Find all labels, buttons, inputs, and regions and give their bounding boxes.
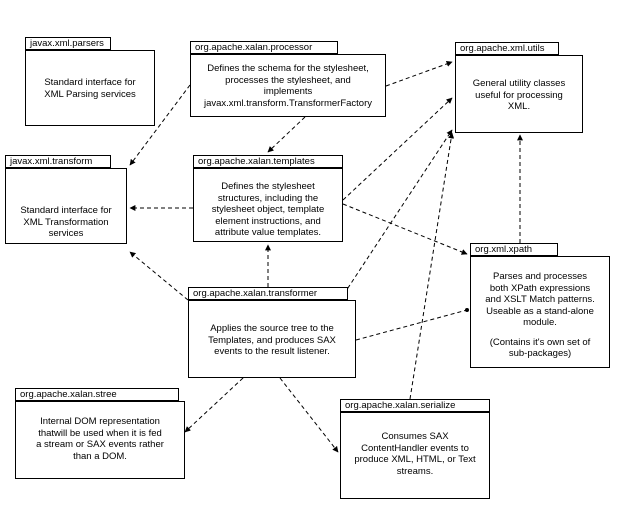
package-desc-line: Parses and processes	[493, 271, 587, 282]
edge-processor-to-templates	[267, 116, 306, 153]
package-box-transform: Standard interface for XML Transformatio…	[5, 168, 127, 244]
package-desc-line: services	[48, 228, 84, 239]
package-box-serialize: Consumes SAX ContentHandler events to pr…	[340, 412, 490, 499]
package-tab-templates: org.apache.xalan.templates	[193, 155, 343, 168]
package-desc-line: Internal DOM representation	[40, 416, 160, 427]
package-box-processor: Defines the schema for the stylesheet, p…	[190, 54, 386, 117]
edge-processor-to-transform	[129, 84, 191, 166]
package-desc-line: implements	[263, 86, 313, 97]
package-desc-line: Applies the source tree to the	[210, 323, 334, 334]
package-desc-line: Standard interface for	[20, 205, 112, 216]
package-desc-line: (Contains it's own set of	[489, 336, 591, 348]
package-desc-line: XML Parsing services	[44, 88, 136, 100]
package-desc-line: Consumes SAX	[381, 431, 449, 442]
package-desc-line: XML Transformation	[23, 216, 109, 228]
edge-transformer-to-transform	[129, 251, 189, 301]
edge-transformer-to-stree	[184, 372, 249, 433]
package-desc-line: ContentHandler events to	[361, 442, 469, 454]
package-desc-line: both XPath expressions	[489, 282, 591, 294]
package-box-stree: Internal DOM representation thatwill be …	[15, 401, 185, 479]
edge-templates-to-utils	[342, 97, 453, 201]
edge-serialize-to-utils	[409, 132, 455, 400]
package-desc-line: javax.xml.transform.TransformerFactory	[203, 97, 373, 109]
package-tab-utils: org.apache.xml.utils	[455, 42, 559, 55]
package-desc-line: Useable as a stand-alone	[486, 305, 594, 317]
package-desc-line: than a DOM.	[73, 450, 127, 462]
package-desc-line: produce XML, HTML, or Text	[354, 454, 476, 465]
package-desc-line: processes the stylesheet, and	[225, 74, 351, 86]
package-tab-transform: javax.xml.transform	[5, 155, 111, 168]
package-box-utils: General utility classes useful for proce…	[455, 55, 583, 133]
package-desc-line: attribute value templates.	[214, 227, 322, 238]
edge-transformer-to-utils	[339, 129, 453, 301]
package-desc-line: Standard interface for	[44, 77, 136, 88]
package-desc-line: stylesheet object, template	[211, 204, 325, 215]
package-tab-transformer: org.apache.xalan.transformer	[188, 287, 348, 300]
package-tab-processor: org.apache.xalan.processor	[190, 41, 338, 54]
edge-templates-to-xpath	[342, 203, 468, 255]
package-tab-serialize: org.apache.xalan.serialize	[340, 399, 490, 412]
package-desc-line: Defines the schema for the stylesheet,	[207, 63, 369, 74]
package-box-transformer: Applies the source tree to the Templates…	[188, 300, 356, 378]
package-desc-line: module.	[523, 317, 557, 328]
package-desc-line: useful for processing	[475, 89, 563, 101]
edge-processor-to-utils	[385, 61, 453, 87]
package-desc-line: streams.	[396, 465, 434, 477]
package-desc-line: structures, including the	[217, 192, 319, 204]
package-desc-line: a stream or SAX events rather	[36, 439, 164, 450]
package-desc-line: Defines the stylesheet	[221, 181, 315, 192]
package-box-parsers: Standard interface for XML Parsing servi…	[25, 50, 155, 126]
package-tab-parsers: javax.xml.parsers	[25, 37, 111, 50]
package-desc-line: General utility classes	[472, 78, 566, 89]
package-desc-line: sub-packages)	[508, 348, 572, 359]
edge-transformer-to-serialize	[279, 377, 339, 453]
edge-transformer-to-xpath	[355, 308, 469, 341]
package-box-templates: Defines the stylesheet structures, inclu…	[193, 168, 343, 242]
package-desc-line: events to the result listener.	[214, 346, 330, 357]
package-desc-line: element instructions, and	[215, 215, 321, 227]
package-box-xpath: Parses and processes both XPath expressi…	[470, 256, 610, 368]
package-desc-line: Templates, and produces SAX	[208, 334, 336, 346]
package-tab-stree: org.apache.xalan.stree	[15, 388, 179, 401]
package-desc-line: XML.	[507, 101, 531, 112]
package-tab-xpath: org.xml.xpath	[470, 243, 558, 256]
package-desc-line: and XSLT Match patterns.	[485, 294, 595, 305]
package-desc-line: thatwill be used when it is fed	[38, 427, 162, 439]
